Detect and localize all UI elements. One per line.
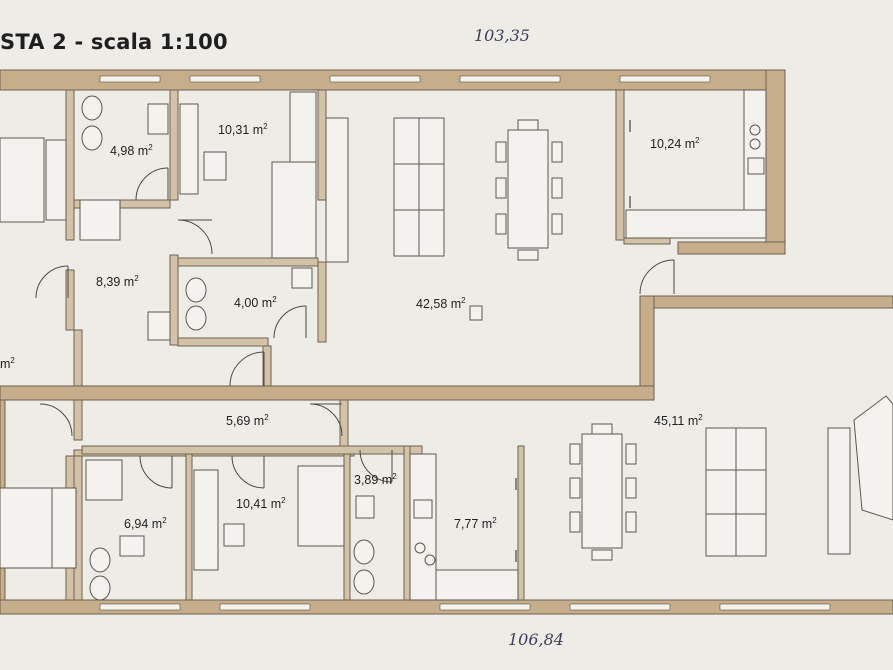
room-area-label: 10,24 m2 — [650, 136, 700, 152]
room-area-label: 10,41 m2 — [236, 496, 286, 512]
room-area-label: 8,39 m2 — [96, 274, 139, 290]
room-area-label: m2 — [0, 356, 15, 372]
door-leaves — [67, 168, 675, 488]
room-area-label: 6,94 m2 — [124, 516, 167, 532]
room-area-label: 7,77 m2 — [454, 516, 497, 532]
room-area-label: 5,69 m2 — [226, 413, 269, 429]
room-area-label: 42,58 m2 — [416, 296, 466, 312]
room-area-label: 4,00 m2 — [234, 295, 277, 311]
furniture — [0, 89, 893, 601]
windows-top — [99, 75, 831, 611]
door-swings — [35, 167, 675, 489]
arrow-markers — [515, 120, 631, 562]
room-area-label: 10,31 m2 — [218, 122, 268, 138]
room-area-label: 4,98 m2 — [110, 143, 153, 159]
plan-title: STA 2 - scala 1:100 — [0, 30, 228, 54]
exterior-walls — [0, 69, 893, 615]
dimension-bottom: 106,84 — [508, 630, 564, 649]
room-area-label: 3,89 m2 — [354, 472, 397, 488]
interior-walls — [65, 89, 671, 601]
room-area-label: 45,11 m2 — [654, 413, 703, 429]
dimension-top: 103,35 — [474, 26, 530, 45]
